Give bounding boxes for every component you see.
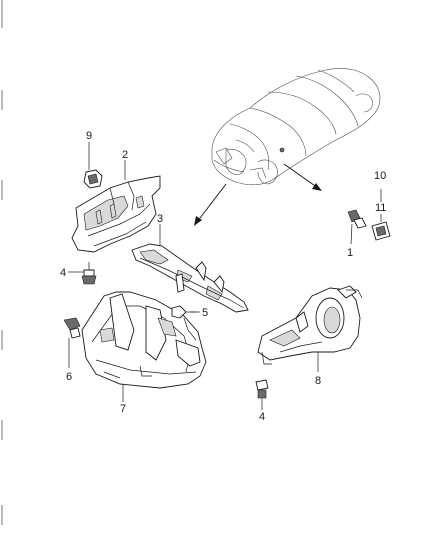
part-11-clip [371, 221, 391, 241]
callout-labels: 9 2 3 4 5 6 7 8 4 1 10 11 [60, 130, 386, 423]
part-7-air-guide [81, 291, 207, 389]
callout-9: 9 [86, 130, 92, 142]
callout-7: 7 [120, 403, 126, 415]
callout-2: 2 [122, 149, 128, 161]
part-3-bracket [131, 243, 249, 313]
callout-8: 8 [315, 375, 321, 387]
part-1-bolt [347, 209, 367, 229]
callout-1: 1 [347, 247, 353, 259]
callout-4-upper: 4 [60, 267, 66, 279]
callout-10: 10 [374, 170, 386, 182]
part-8-shield [257, 285, 363, 365]
part-9-clip [83, 169, 103, 189]
vehicle-arrows [194, 163, 322, 226]
callout-5: 5 [202, 307, 208, 319]
callout-11: 11 [375, 202, 386, 214]
callout-3: 3 [157, 213, 163, 225]
arrow-head-left-icon [194, 216, 202, 226]
part-2-shield [71, 175, 161, 253]
leader-lines [68, 142, 382, 410]
callout-4-lower: 4 [259, 411, 265, 423]
part-5-screw [171, 305, 196, 319]
part-4-fastener-upper [81, 262, 97, 285]
vehicle-outline [211, 68, 381, 186]
part-4-fastener-lower [255, 379, 269, 406]
callout-6: 6 [66, 371, 72, 383]
part-6-fastener [63, 317, 81, 339]
arrow-head-right-icon [312, 183, 322, 191]
